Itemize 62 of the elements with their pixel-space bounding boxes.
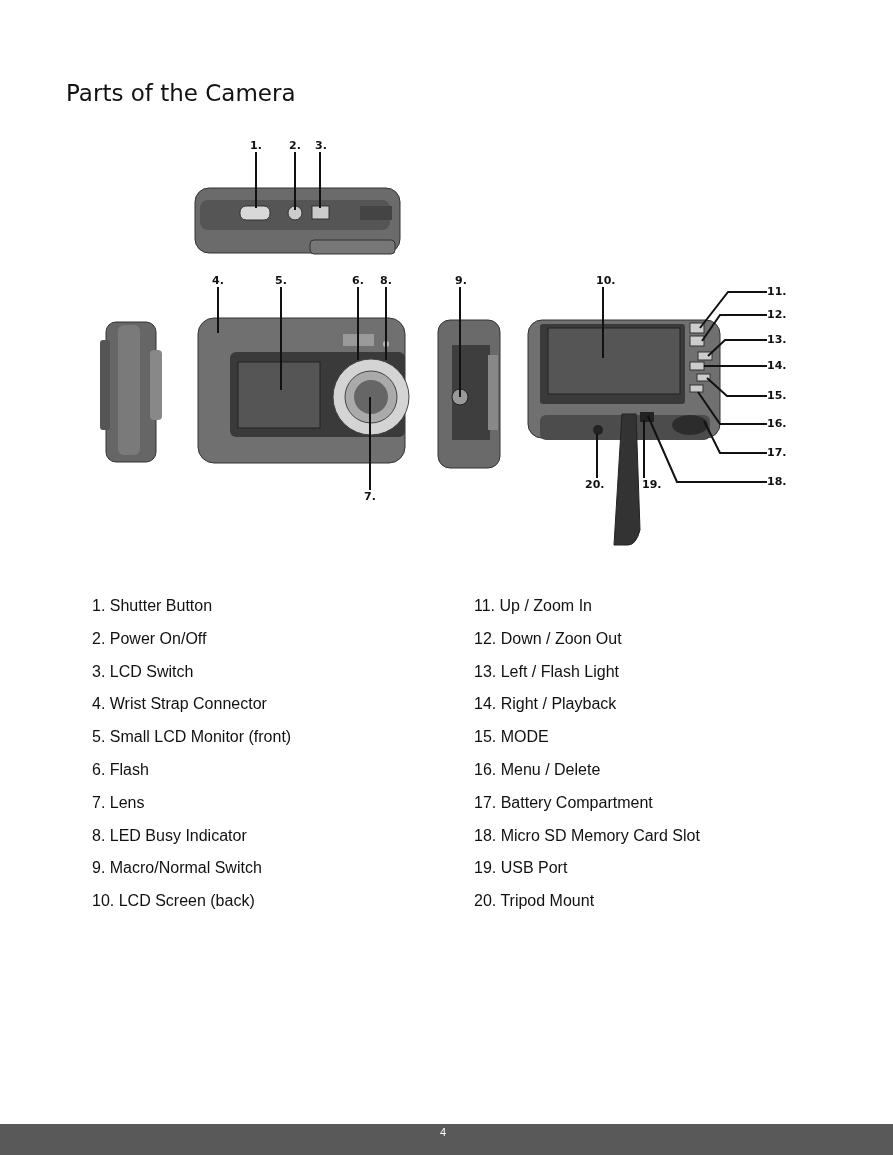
leader-line: [602, 286, 604, 359]
leader-line: [643, 419, 645, 479]
leader-line: [707, 339, 768, 357]
leader-line: [255, 151, 257, 209]
leader-line: [217, 286, 219, 334]
callout-number: 9.: [455, 274, 467, 287]
callout-number: 3.: [315, 139, 327, 152]
callout-number: 8.: [380, 274, 392, 287]
leader-line: [703, 365, 768, 367]
part-list-item: 2. Power On/Off: [92, 629, 207, 648]
part-list-item: 10. LCD Screen (back): [92, 892, 255, 911]
leader-line: [596, 433, 598, 479]
part-list-item: 7. Lens: [92, 793, 145, 812]
part-list-item: 11. Up / Zoom In: [474, 597, 592, 615]
leader-line: [699, 291, 768, 329]
part-list-item: 17. Battery Compartment: [474, 793, 653, 812]
leader-line: [385, 286, 387, 361]
callout-number: 17.: [767, 446, 787, 459]
part-list-item: 8. LED Busy Indicator: [92, 826, 247, 845]
part-list-item: 19. USB Port: [474, 859, 568, 878]
part-list-item: 4. Wrist Strap Connector: [92, 695, 267, 714]
part-list-item: 15. MODE: [474, 728, 549, 747]
part-list-item: 16. Menu / Delete: [474, 761, 601, 779]
part-list-item: 3. LCD Switch: [92, 662, 194, 681]
callout-number: 12.: [767, 308, 787, 321]
leader-line: [280, 286, 282, 391]
callout-number: 18.: [767, 475, 787, 488]
leader-line: [701, 314, 768, 342]
callout-number: 7.: [364, 490, 376, 503]
leader-line: [647, 415, 768, 483]
callout-number: 2.: [289, 139, 301, 152]
part-list-item: 5. Small LCD Monitor (front): [92, 728, 292, 747]
leader-line: [706, 377, 768, 397]
leader-line: [319, 151, 321, 209]
leader-line: [294, 151, 296, 211]
leader-line: [697, 391, 768, 425]
part-list-item: 14. Right / Playback: [474, 695, 617, 714]
callout-number: 15.: [767, 389, 787, 402]
part-list-item: 12. Down / Zoon Out: [474, 629, 622, 648]
leader-line: [703, 420, 768, 454]
callout-number: 20.: [585, 478, 605, 491]
part-list-item: 9. Macro/Normal Switch: [92, 859, 262, 878]
callout-number: 13.: [767, 333, 787, 346]
page-title: Parts of the Camera: [66, 80, 296, 106]
part-list-item: 18. Micro SD Memory Card Slot: [474, 826, 700, 845]
leader-line: [357, 286, 359, 361]
page-number: 4: [440, 1126, 447, 1138]
callout-number: 6.: [352, 274, 364, 287]
callout-number: 4.: [212, 274, 224, 287]
callout-number: 19.: [642, 478, 662, 491]
callout-number: 14.: [767, 359, 787, 372]
callout-number: 10.: [596, 274, 616, 287]
part-list-item: 6. Flash: [92, 761, 149, 779]
leader-line: [459, 286, 461, 398]
callout-number: 16.: [767, 417, 787, 430]
part-list-item: 20. Tripod Mount: [474, 892, 595, 911]
callout-number: 11.: [767, 285, 787, 298]
leader-line: [369, 396, 371, 491]
callout-number: 5.: [275, 274, 287, 287]
part-list-item: 13. Left / Flash Light: [474, 662, 619, 681]
part-list-item: 1. Shutter Button: [92, 597, 213, 615]
callout-number: 1.: [250, 139, 262, 152]
